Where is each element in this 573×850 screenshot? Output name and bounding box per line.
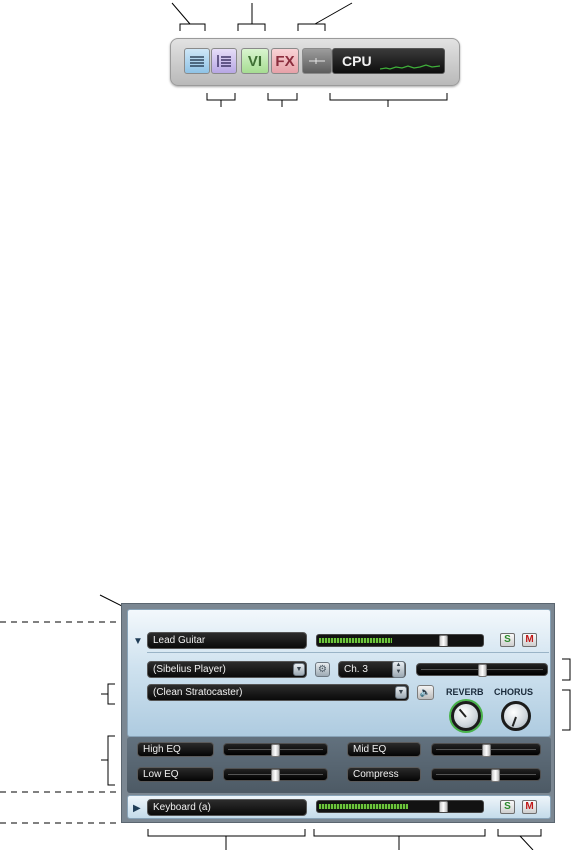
- level-meter-fill: [319, 804, 408, 809]
- compress-thumb[interactable]: [491, 769, 500, 782]
- volume-fader-thumb[interactable]: [439, 635, 448, 646]
- minus-icon: [309, 58, 325, 64]
- level-meter-fill: [319, 638, 392, 643]
- playback-device-dropdown[interactable]: (Sibelius Player): [147, 661, 307, 678]
- high-eq-thumb[interactable]: [271, 744, 280, 757]
- high-eq-label: High EQ: [137, 742, 214, 757]
- mute-button[interactable]: M: [522, 800, 537, 814]
- minimize-button[interactable]: [302, 48, 332, 74]
- channel-stepper[interactable]: ▲▼: [392, 661, 405, 678]
- sound-dropdown[interactable]: (Clean Stratocaster): [147, 684, 409, 701]
- speaker-icon: 🔈: [419, 687, 432, 697]
- solo-button[interactable]: S: [500, 800, 515, 814]
- track-list-button[interactable]: [211, 48, 237, 74]
- high-eq-slider[interactable]: [223, 743, 328, 757]
- track-list-icon: [217, 55, 231, 67]
- virtual-instrument-button[interactable]: VI: [241, 48, 269, 74]
- chorus-knob-pointer: [511, 716, 517, 727]
- volume-fader-thumb[interactable]: [439, 801, 448, 812]
- gear-icon: ⚙: [318, 664, 327, 675]
- cpu-graph: [380, 64, 440, 70]
- playback-toolbar: VI FX CPU: [170, 38, 460, 86]
- cpu-label: CPU: [342, 53, 372, 69]
- low-eq-thumb[interactable]: [271, 769, 280, 782]
- collapse-triangle-icon[interactable]: ▼: [133, 636, 143, 647]
- mid-eq-slider[interactable]: [431, 743, 541, 757]
- cpu-meter: CPU: [332, 48, 445, 74]
- mixer-panel: ▼ Lead Guitar S M (Sibelius Player) ▼ ⚙ …: [121, 603, 555, 823]
- expand-triangle-icon[interactable]: ▶: [133, 803, 141, 814]
- reverb-label: REVERB: [446, 687, 484, 697]
- chevron-down-icon[interactable]: ▼: [395, 686, 407, 699]
- channel-field[interactable]: Ch. 3: [338, 661, 406, 678]
- compress-slider[interactable]: [431, 768, 541, 782]
- level-meter: [316, 800, 484, 813]
- chevron-down-icon[interactable]: ▼: [293, 663, 305, 676]
- level-meter: [316, 634, 484, 647]
- track-name-field[interactable]: Lead Guitar: [147, 632, 307, 649]
- mid-eq-thumb[interactable]: [482, 744, 491, 757]
- effects-section: High EQ Mid EQ Low EQ Compress: [127, 737, 551, 793]
- divider: [147, 652, 549, 653]
- pan-slider[interactable]: [416, 663, 548, 677]
- pan-slider-thumb[interactable]: [478, 664, 487, 677]
- reverb-knob[interactable]: [451, 701, 481, 731]
- compress-label: Compress: [347, 767, 421, 782]
- low-eq-label: Low EQ: [137, 767, 214, 782]
- chorus-label: CHORUS: [494, 687, 534, 697]
- track-strip-lead-guitar: ▼ Lead Guitar S M (Sibelius Player) ▼ ⚙ …: [127, 609, 551, 737]
- mixer-button[interactable]: [184, 48, 210, 74]
- reverb-knob-pointer: [458, 708, 467, 718]
- low-eq-slider[interactable]: [223, 768, 328, 782]
- track-strip-keyboard: ▶ Keyboard (a) S M: [127, 795, 551, 819]
- device-settings-button[interactable]: ⚙: [315, 662, 330, 677]
- mixer-icon: [190, 56, 204, 67]
- effects-button[interactable]: FX: [271, 48, 299, 74]
- solo-button[interactable]: S: [500, 633, 515, 647]
- mute-button[interactable]: M: [522, 633, 537, 647]
- mid-eq-label: Mid EQ: [347, 742, 421, 757]
- track-name-field[interactable]: Keyboard (a): [147, 799, 307, 816]
- chorus-knob[interactable]: [501, 701, 531, 731]
- preview-sound-button[interactable]: 🔈: [417, 685, 434, 700]
